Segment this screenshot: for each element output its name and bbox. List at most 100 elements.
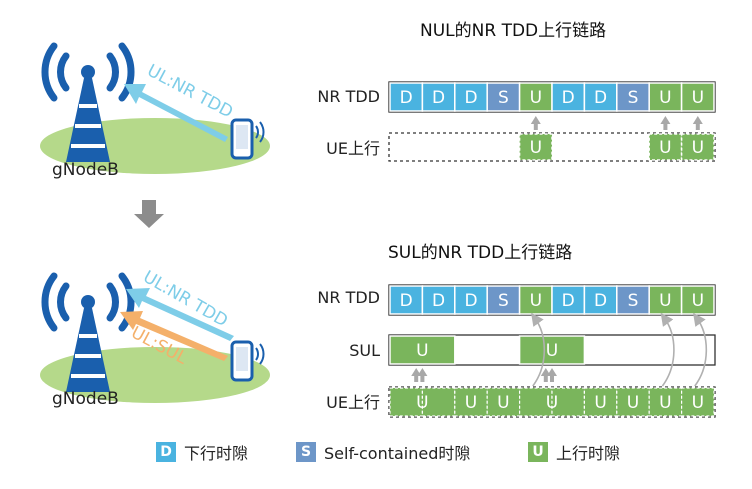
top-tdd-slot-letter: D	[562, 88, 575, 108]
link-label-tdd: UL:NR TDD	[144, 61, 237, 123]
bottom-ue-slot-letter: U	[416, 393, 428, 413]
bottom-tdd-curve-arrow	[531, 312, 546, 387]
bottom-row-label-ue: UE上行	[326, 393, 380, 412]
bottom-tdd-slot-s	[616, 285, 650, 315]
bottom-ue-frame	[388, 386, 716, 418]
top-tdd-slot-d	[551, 82, 586, 112]
legend-swatch-downlink: D	[156, 442, 176, 462]
top-ue-slot-u	[680, 133, 715, 161]
bottom-row-label-tdd: NR TDD	[317, 288, 380, 307]
bottom-tdd-slot-letter: U	[659, 291, 671, 311]
bottom-tdd-slot-letter: S	[628, 291, 639, 311]
bottom-ue-up-arrow	[547, 368, 557, 382]
bottom-row-label-sul: SUL	[349, 341, 380, 360]
bottom-tdd-slot-letter: D	[400, 291, 413, 311]
top-tdd-slot-letter: S	[498, 88, 509, 108]
top-title: NUL的NR TDD上行链路	[420, 21, 606, 41]
top-ue-slot-letter: U	[659, 138, 671, 158]
legend-label-selfcontained: Self-contained时隙	[324, 444, 471, 463]
top-ue-frame	[388, 132, 716, 162]
bottom-tdd-slot-letter: D	[562, 291, 575, 311]
bottom-tdd-slot-d	[583, 285, 618, 315]
top-tdd-slot-d	[454, 82, 488, 112]
bottom-ue-slot-u	[486, 387, 521, 417]
bottom-ue-slot-letter: U	[594, 393, 606, 413]
link-label-tdd: UL:NR TDD	[140, 267, 232, 331]
bottom-ue-slot-letter: U	[465, 393, 477, 413]
bottom-sul-slot-u	[518, 335, 586, 365]
bottom-title: SUL的NR TDD上行链路	[388, 243, 572, 263]
link-arrow-tdd	[124, 84, 228, 142]
bottom-tdd-curve-arrow	[693, 312, 708, 387]
bottom-tdd-slot-letter: D	[594, 291, 607, 311]
gnodeb-label: gNodeB	[52, 389, 119, 409]
top-row-label-ue: UE上行	[326, 139, 380, 158]
link-arrow-tdd	[126, 288, 234, 341]
bottom-ue-slot-letter: U	[627, 393, 639, 413]
legend-selfcontained: S Self-contained时隙	[296, 440, 470, 464]
top-ue-slot-letter: U	[530, 138, 542, 158]
bottom-ue-slot-u	[680, 387, 715, 417]
phone-icon	[230, 340, 265, 382]
bottom-sul-slot-letter: U	[546, 341, 558, 361]
bottom-ue-slot-u	[648, 387, 683, 417]
top-ue-slot-letter: U	[692, 138, 704, 158]
bottom-tdd-frame	[388, 284, 716, 316]
antenna-icon	[41, 272, 135, 392]
top-scene: gNodeB UL:NR TDD	[40, 42, 270, 180]
top-ue-up-arrow	[530, 116, 541, 130]
link-arrow-sul	[120, 311, 228, 361]
top-tdd-slot-u	[518, 82, 553, 112]
legend-label-downlink: 下行时隙	[184, 444, 249, 463]
legend-label-uplink: 上行时隙	[556, 444, 621, 463]
top-tdd-slot-letter: D	[400, 88, 413, 108]
bottom-ue-up-arrow	[417, 368, 428, 382]
top-tdd-slot-letter: S	[628, 88, 639, 108]
top-ue-slot-u	[648, 133, 683, 161]
bottom-ue-slot-u	[421, 387, 456, 417]
transition-down-arrow	[134, 200, 164, 228]
bottom-sul-slot-letter: U	[416, 341, 428, 361]
legend-uplink: U 上行时隙	[528, 440, 620, 464]
bottom-ue-slot-letter: U	[497, 393, 509, 413]
bottom-tdd-slot-letter: U	[692, 291, 704, 311]
bottom-ue-up-arrow	[540, 368, 551, 382]
bottom-ue-up-arrow	[411, 368, 422, 382]
top-tdd-slot-d	[583, 82, 618, 112]
bottom-tdd-slot-d	[551, 285, 586, 315]
bottom-ue-slot-u	[389, 387, 424, 417]
bottom-tdd-slot-letter: D	[432, 291, 445, 311]
bottom-ue-slot-u	[551, 387, 586, 417]
legend-downlink: D 下行时隙	[156, 440, 248, 464]
top-tdd-slot-letter: D	[464, 88, 477, 108]
bottom-tdd-slot-letter: D	[464, 291, 477, 311]
top-tdd-slot-d	[421, 82, 456, 112]
top-tdd-slot-letter: D	[594, 88, 607, 108]
top-ue-slot-u	[518, 133, 553, 161]
top-tdd-slot-letter: U	[692, 88, 704, 108]
bottom-tdd-curve-arrow	[660, 312, 675, 387]
top-row-label-tdd: NR TDD	[317, 87, 380, 106]
top-tdd-slot-letter: U	[530, 88, 542, 108]
top-tdd-slot-u	[680, 82, 715, 112]
bottom-tdd-slot-s	[486, 285, 521, 315]
bottom-tdd-slot-letter: U	[530, 291, 542, 311]
gnodeb-label: gNodeB	[52, 160, 119, 180]
bottom-ue-slot-letter: U	[546, 393, 558, 413]
top-tdd-slot-letter: D	[432, 88, 445, 108]
bottom-tdd-slot-d	[454, 285, 488, 315]
top-ue-up-arrow	[692, 116, 703, 130]
bottom-scene: gNodeB UL:NR TDD UL:SUL	[40, 267, 270, 409]
bottom-tdd-slot-letter: S	[498, 291, 509, 311]
top-ue-up-arrow	[660, 116, 671, 130]
legend-swatch-selfcontained: S	[296, 442, 316, 462]
bottom-sul-frame	[388, 334, 716, 366]
top-tdd-slot-letter: U	[659, 88, 671, 108]
legend-swatch-uplink: U	[528, 442, 548, 462]
bottom-sul-slot-u	[389, 335, 456, 365]
bottom-ue-slot-letter: U	[659, 393, 671, 413]
bottom-ue-slot-letter: U	[692, 393, 704, 413]
